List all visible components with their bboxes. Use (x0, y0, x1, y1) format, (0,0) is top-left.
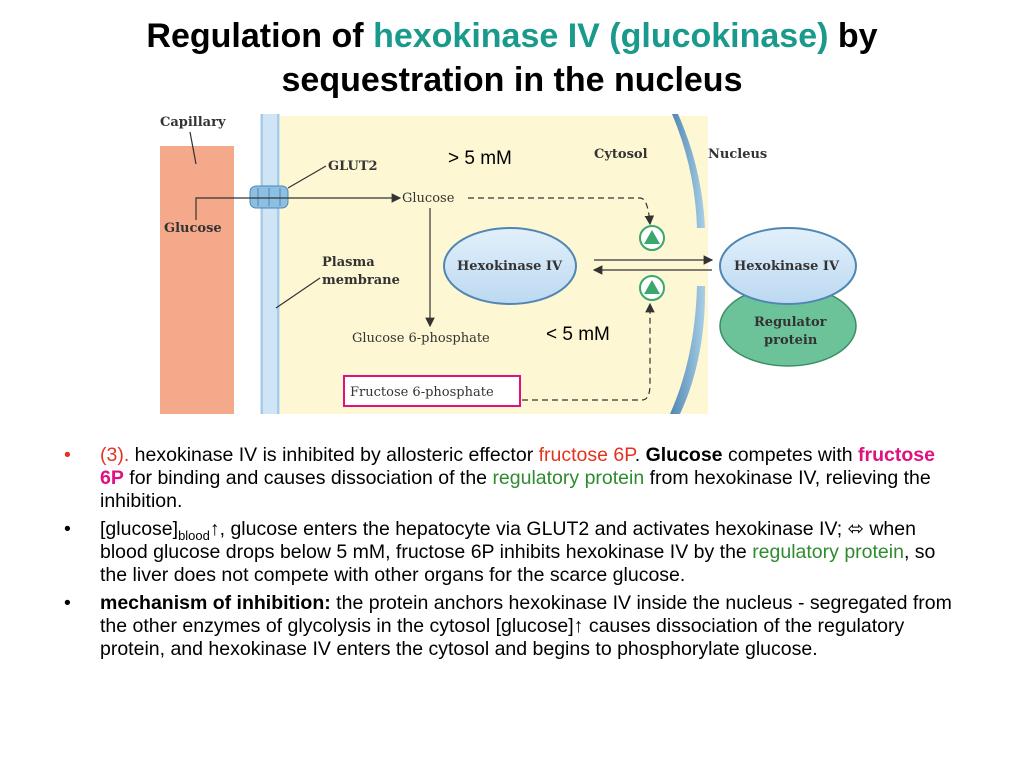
glucose-capillary-label: Glucose (164, 221, 222, 236)
bullet-marker: • (64, 444, 71, 466)
bullet-list: • (3). hexokinase IV is inhibited by allo… (64, 444, 964, 666)
nuclear-envelope (672, 114, 705, 228)
highlight-glucose: Glucose (645, 444, 723, 466)
highlight-f6p: fructose 6P (538, 444, 635, 466)
bullet-text: , so the liver does not compete with oth… (100, 541, 936, 586)
f6p-box (343, 375, 521, 407)
g6p-label: Glucose 6-phosphate (352, 331, 490, 346)
hexokinase-diagram: Capillary Glucose GLUT2 Cytosol Nucleus … (160, 114, 857, 414)
title-part2: by (828, 17, 878, 55)
bullet-text: the protein anchors hexokinase IV inside… (100, 592, 952, 660)
hexokinase-nucleus (719, 227, 857, 305)
f6p-label: Fructose 6-phosphate (350, 385, 494, 400)
page-title: Regulation of hexokinase IV (glucokinase… (0, 14, 1024, 102)
annotation-low: < 5 mM (546, 324, 610, 345)
bullet-item-2: • [glucose]blood↑, glucose enters the hep… (64, 518, 964, 587)
bullet-text: competes with (722, 444, 859, 466)
hexokinase-cytosol (443, 227, 577, 305)
glut2-label: GLUT2 (328, 159, 378, 174)
title-highlight: hexokinase IV (glucokinase) (373, 17, 829, 55)
glucose-label: Glucose (402, 191, 455, 206)
plasma-membrane (260, 114, 280, 414)
bullet-text: for binding and causes dissociation of t… (123, 467, 493, 489)
cytosol-label: Cytosol (594, 147, 648, 162)
highlight-mechanism: mechanism of inhibition: (100, 592, 331, 614)
bullet-text: hexokinase IV is inhibited by allosteric… (129, 444, 539, 466)
title-line2: sequestration in the nucleus (281, 61, 743, 99)
capillary-label: Capillary (160, 115, 226, 130)
title-part1: Regulation of (146, 17, 374, 55)
bullet-number: (3). (100, 444, 130, 466)
bullet-text: . (634, 444, 646, 466)
hexokinase-nucleus-label: Hexokinase IV (734, 259, 840, 274)
highlight-regulatory-protein: regulatory protein (752, 541, 904, 563)
capillary-vessel (160, 146, 234, 414)
bullet-text: from hexokinase IV, relieving the inhibi… (100, 467, 931, 512)
bullet-text: [glucose] (100, 518, 179, 540)
plasma-label-2: membrane (322, 273, 400, 288)
activator-bottom-icon (639, 275, 665, 301)
bullet-marker: • (64, 592, 71, 614)
subscript-blood: blood (178, 527, 210, 543)
bullet-marker: • (64, 518, 71, 540)
annotation-high: > 5 mM (448, 148, 512, 169)
nucleus-label: Nucleus (708, 147, 767, 162)
highlight-regulatory-protein: regulatory protein (492, 467, 645, 489)
bullet-text: ↑, glucose enters the hepatocyte via GLU… (100, 518, 916, 563)
bullet-item-3: • mechanism of inhibition: the protein an… (64, 592, 964, 661)
regulator-label-2: protein (764, 333, 818, 348)
hexokinase-cytosol-label: Hexokinase IV (457, 259, 563, 274)
bullet-item-1: • (3). hexokinase IV is inhibited by allo… (64, 444, 964, 513)
regulator-label-1: Regulator (754, 315, 827, 330)
highlight-f6p-bold: fructose 6P (100, 444, 935, 489)
plasma-label-1: Plasma (322, 255, 375, 270)
activator-top-icon (639, 225, 665, 251)
